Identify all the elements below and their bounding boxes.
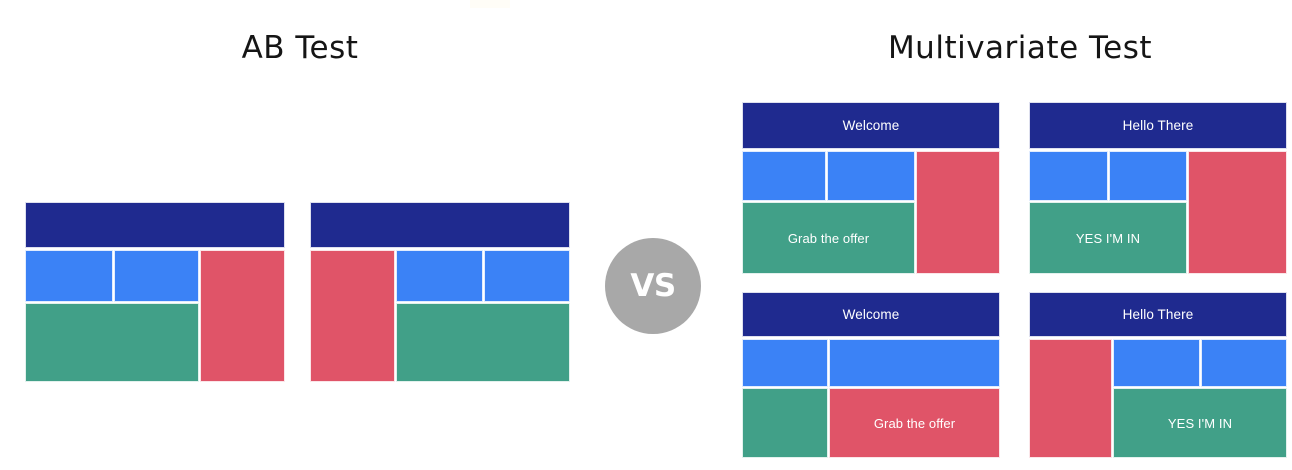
mv-4-content-block-2[interactable] (1201, 339, 1287, 387)
mv-2-sidebar-block[interactable] (1188, 151, 1287, 274)
mv-1-cta-block[interactable]: Grab the offer (742, 202, 915, 274)
mv-variant-3-mockup[interactable]: Welcome Grab the offer (742, 292, 1000, 458)
ab-a-cta-block[interactable] (25, 303, 199, 382)
ab-variant-a-mockup[interactable] (25, 202, 285, 382)
ab-b-cta-block[interactable] (396, 303, 570, 382)
mv-1-content-block-2[interactable] (827, 151, 915, 201)
mv-2-cta-label: YES I'M IN (1075, 230, 1141, 246)
mv-variant-1-mockup[interactable]: Welcome Grab the offer (742, 102, 1000, 274)
mv-2-content-block-1[interactable] (1029, 151, 1108, 201)
mv-2-header-label: Hello There (1122, 117, 1194, 133)
ab-a-content-block-2[interactable] (114, 250, 199, 302)
multivariate-test-title: Multivariate Test (887, 30, 1153, 66)
mv-3-cta-label: Grab the offer (873, 415, 956, 431)
ab-b-content-block-1[interactable] (396, 250, 483, 302)
ab-a-sidebar-block[interactable] (200, 250, 285, 382)
mv-4-header-block[interactable]: Hello There (1029, 292, 1287, 337)
ab-b-header-block[interactable] (310, 202, 570, 248)
mv-1-content-block-1[interactable] (742, 151, 826, 201)
mv-2-content-block-2[interactable] (1109, 151, 1187, 201)
ab-b-sidebar-block[interactable] (310, 250, 395, 382)
ab-b-content-block-2[interactable] (484, 250, 570, 302)
mv-3-header-label: Welcome (842, 306, 900, 322)
mv-3-cta-block[interactable]: Grab the offer (829, 388, 1000, 458)
top-edge-artifact (470, 0, 510, 8)
mv-1-header-label: Welcome (842, 117, 900, 133)
mv-4-header-label: Hello There (1122, 306, 1194, 322)
ab-variant-b-mockup[interactable] (310, 202, 570, 382)
mv-variant-4-mockup[interactable]: Hello There YES I'M IN (1029, 292, 1287, 458)
mv-1-header-block[interactable]: Welcome (742, 102, 1000, 149)
ab-test-title: AB Test (241, 30, 359, 66)
mv-4-cta-block[interactable]: YES I'M IN (1113, 388, 1287, 458)
mv-3-header-block[interactable]: Welcome (742, 292, 1000, 337)
ab-a-header-block[interactable] (25, 202, 285, 248)
mv-4-content-block-1[interactable] (1113, 339, 1200, 387)
mv-variant-2-mockup[interactable]: Hello There YES I'M IN (1029, 102, 1287, 274)
mv-3-content-block-1[interactable] (742, 339, 828, 387)
mv-4-cta-label: YES I'M IN (1167, 415, 1233, 431)
mv-1-sidebar-block[interactable] (916, 151, 1000, 274)
vs-badge: VS (605, 238, 701, 334)
mv-3-content-block-2[interactable] (829, 339, 1000, 387)
ab-a-content-block-1[interactable] (25, 250, 113, 302)
mv-3-secondary-block[interactable] (742, 388, 828, 458)
mv-2-cta-block[interactable]: YES I'M IN (1029, 202, 1187, 274)
vs-label: VS (630, 267, 676, 304)
mv-2-header-block[interactable]: Hello There (1029, 102, 1287, 149)
mv-4-sidebar-block[interactable] (1029, 339, 1112, 458)
mv-1-cta-label: Grab the offer (787, 230, 870, 246)
